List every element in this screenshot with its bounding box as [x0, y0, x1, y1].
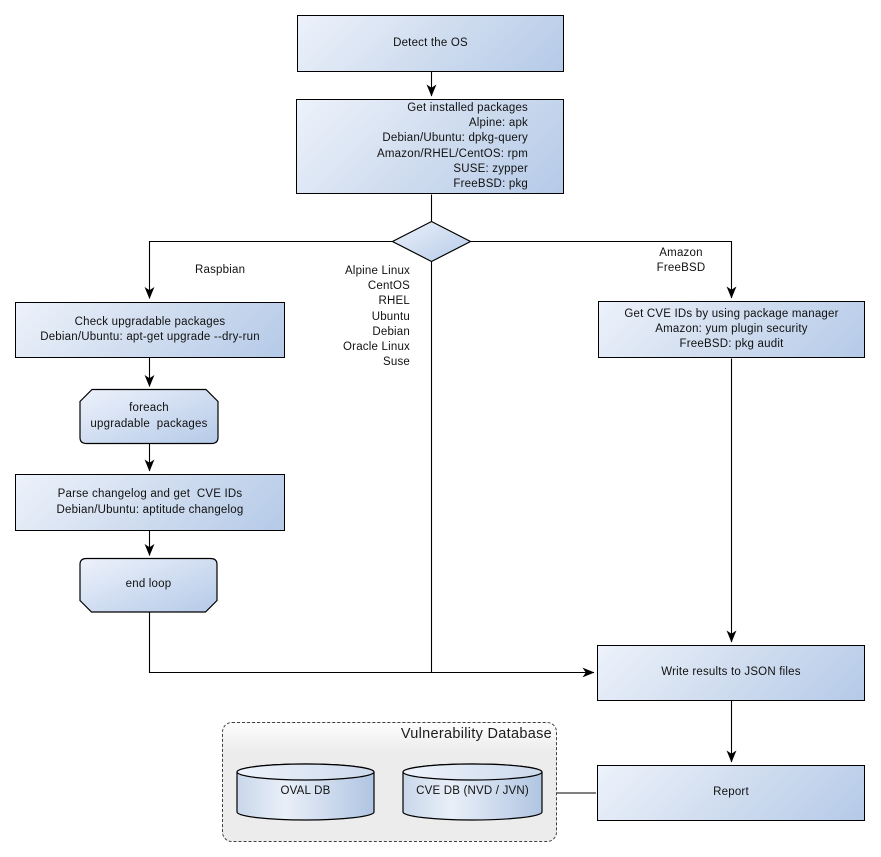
- node-report: Report: [597, 765, 865, 821]
- end-loop-shape: [79, 557, 218, 613]
- foreach-loop-label: foreach upgradable packages: [90, 402, 208, 430]
- end-loop-label: end loop: [125, 578, 172, 591]
- node-check-upgradable-packages: Check upgradable packages Debian/Ubuntu:…: [15, 302, 285, 358]
- cve-db-label: CVE DB (NVD / JVN): [416, 785, 529, 798]
- cve-db-cylinder: [402, 763, 543, 821]
- node-detect-os: Detect the OS: [297, 15, 564, 72]
- edge-decision-to-check-raspbian: [144, 240, 393, 300]
- oval-db-label: OVAL DB: [280, 785, 331, 798]
- node-get-cve-ids: Get CVE IDs by using package manager Ama…: [598, 301, 865, 358]
- connectors: [144, 72, 737, 794]
- edge-decision-to-getcve-amazon: [470, 240, 737, 299]
- edge-label-amazon-freebsd: Amazon FreeBSD: [656, 247, 706, 274]
- edge-label-os-list: Alpine Linux CentOS RHEL Ubuntu Debian O…: [343, 265, 410, 369]
- node-get-installed-packages: Get installed packages Alpine: apk Debia…: [296, 99, 564, 194]
- oval-db-cylinder: [236, 763, 375, 821]
- os-decision-diamond: [391, 220, 472, 263]
- edge-endloop-to-write: [148, 612, 595, 678]
- vulnerability-database-title: Vulnerability Database: [400, 726, 552, 742]
- edge-label-raspbian: Raspbian: [195, 264, 246, 276]
- foreach-loop-shape: [79, 388, 219, 445]
- node-write-results-json: Write results to JSON files: [597, 645, 865, 701]
- node-parse-changelog: Parse changelog and get CVE IDs Debian/U…: [15, 474, 285, 531]
